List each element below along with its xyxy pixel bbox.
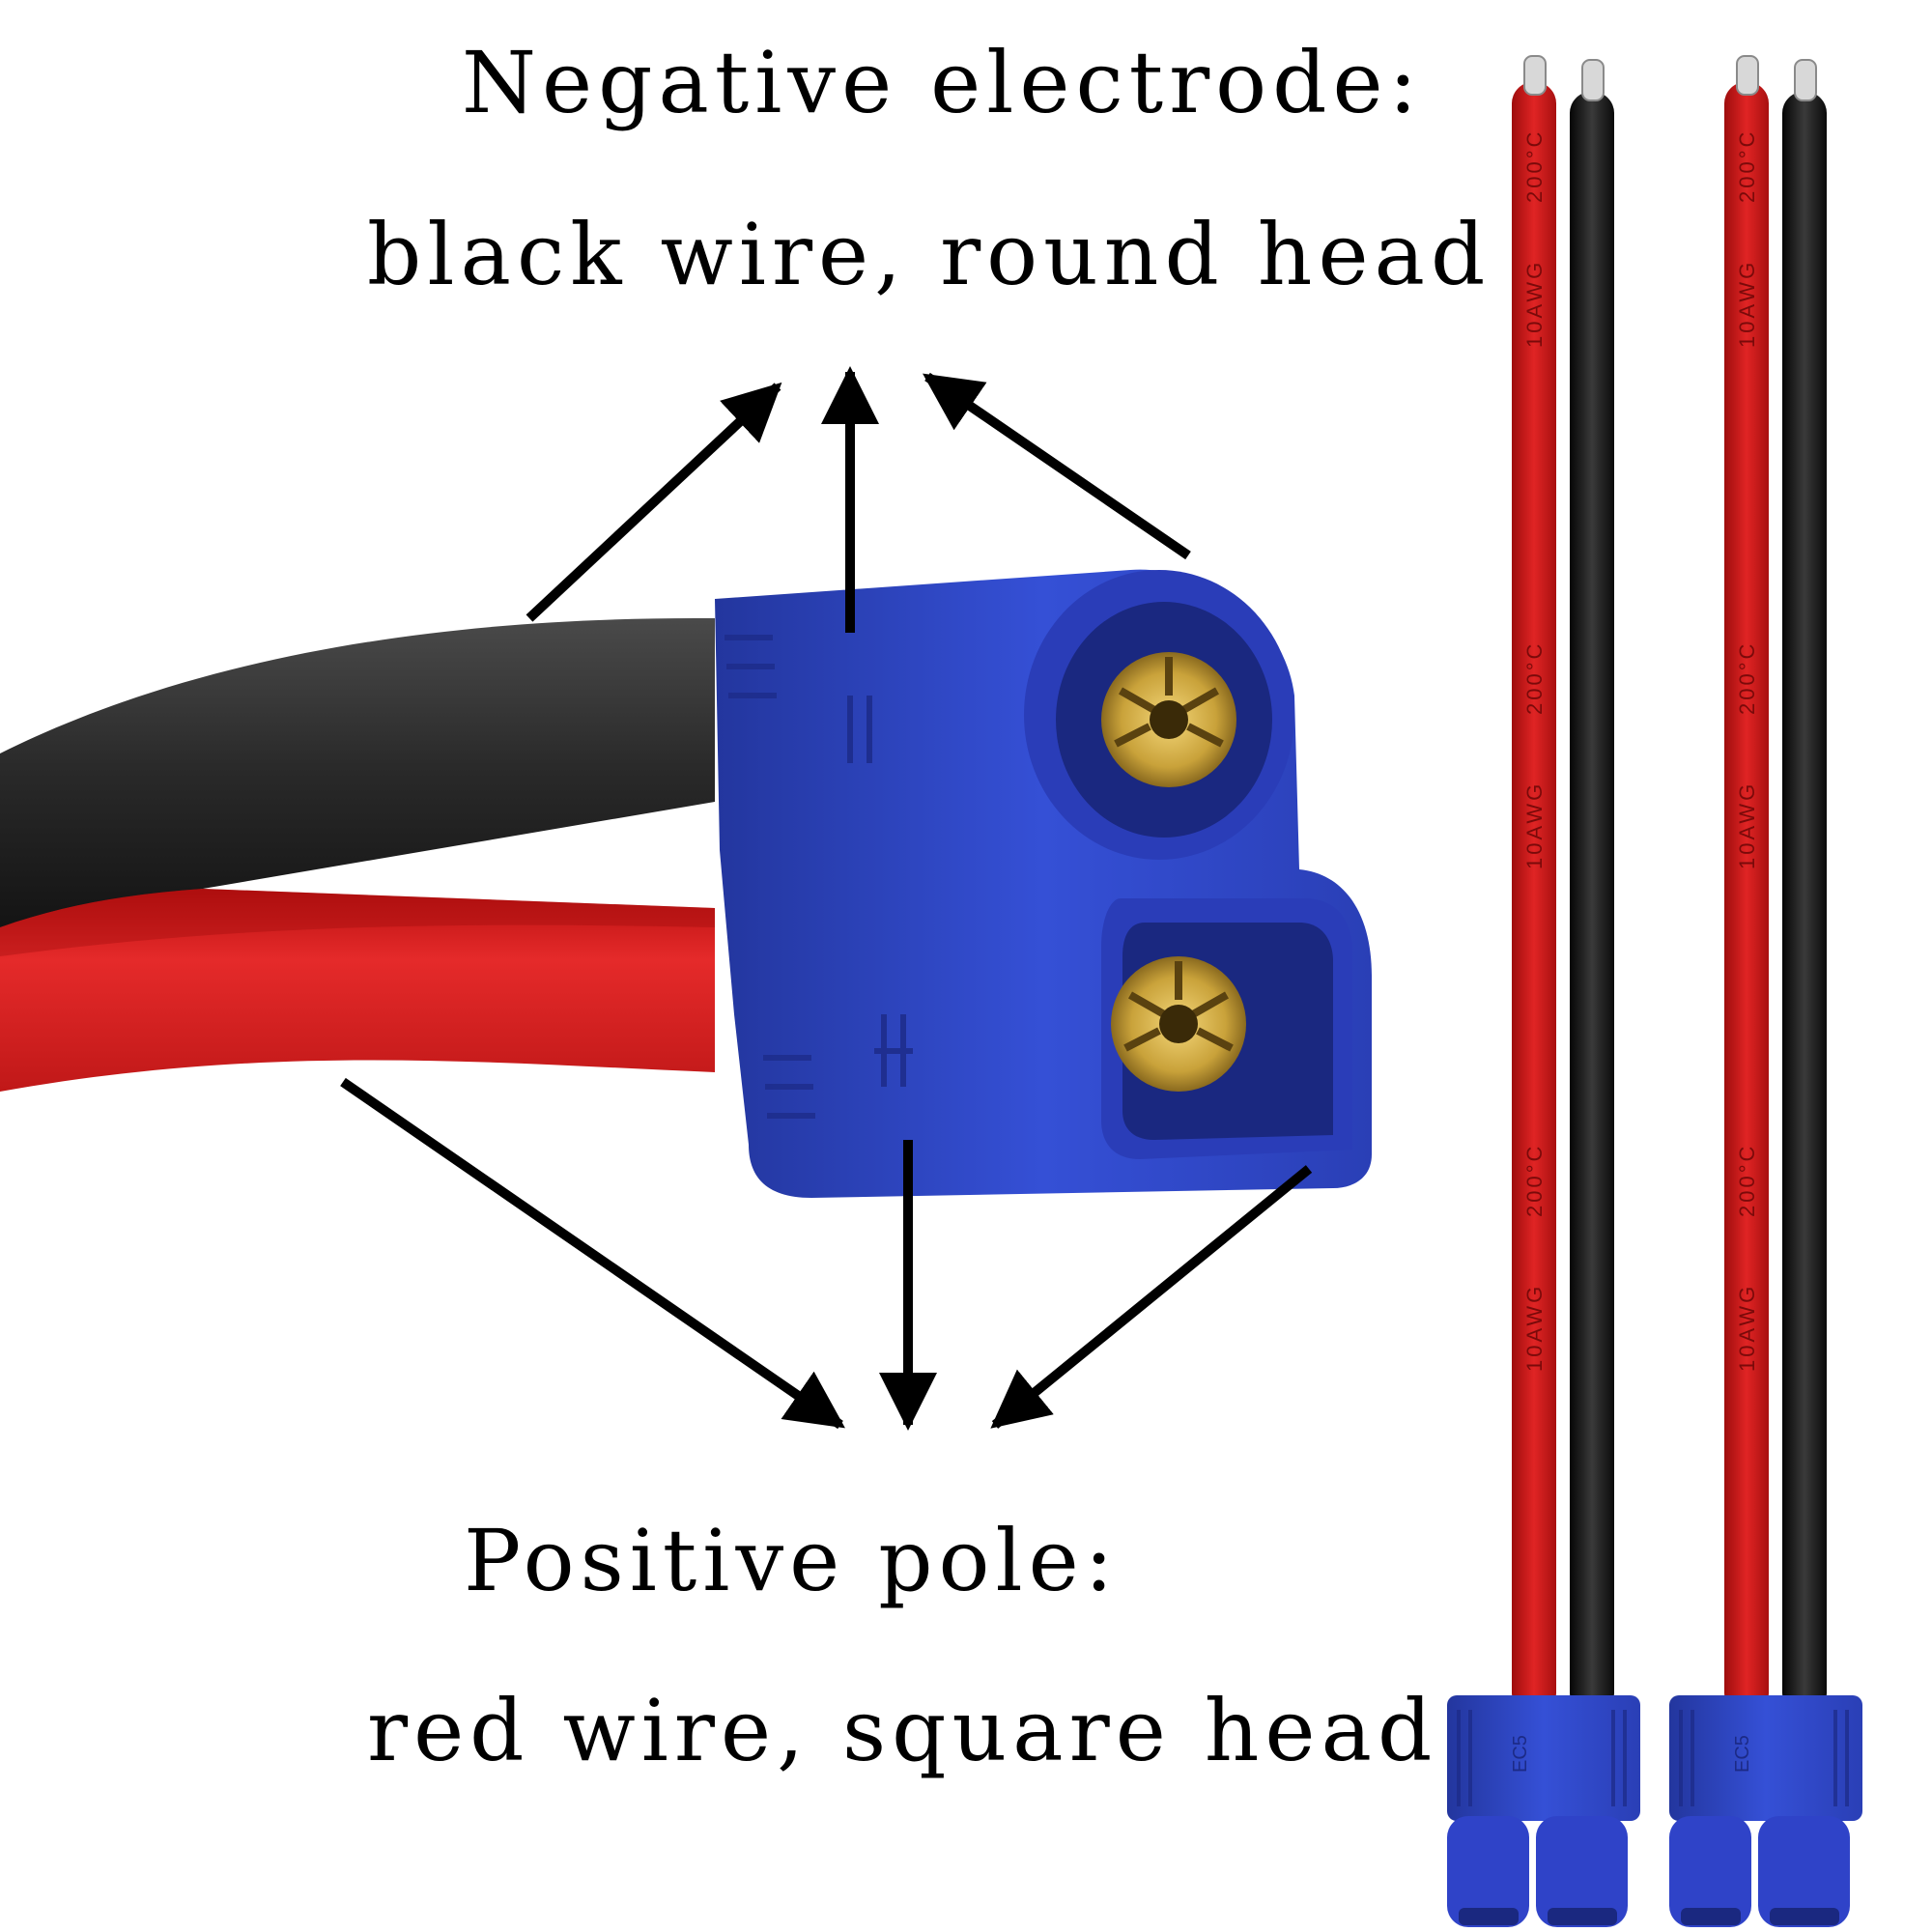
wire-print-gauge: 10AWG — [1735, 781, 1759, 869]
connector-print: EC5 — [1732, 1735, 1753, 1773]
wire-print-gauge: 10AWG — [1522, 781, 1547, 869]
wire-print-gauge: 10AWG — [1735, 1284, 1759, 1372]
wire-print-temp: 200°C — [1735, 129, 1759, 203]
connector-print: EC5 — [1510, 1735, 1531, 1773]
connector-icon: EC5 — [1669, 1695, 1862, 1927]
arrow-icon — [923, 372, 1191, 560]
positive-title: Positive pole: — [464, 1511, 1120, 1610]
wire-print-gauge: 10AWG — [1522, 260, 1547, 348]
negative-description: black wire, round head — [367, 205, 1492, 304]
wire-print-temp: 200°C — [1522, 641, 1547, 715]
wire-icon — [1512, 55, 1556, 1715]
wire-print-temp: 200°C — [1735, 641, 1759, 715]
negative-title: Negative electrode: — [462, 33, 1424, 132]
arrow-icon — [340, 1077, 845, 1430]
wire-print-temp: 200°C — [1522, 1144, 1547, 1217]
arrow-icon — [526, 382, 782, 622]
cable-assembly-2: 10AWG 200°C 10AWG 200°C 10AWG 200°C EC5 — [1669, 55, 1862, 1927]
positive-arrows — [340, 1077, 1313, 1431]
arrow-icon — [990, 1165, 1313, 1429]
positive-description: red wire, square head — [367, 1681, 1438, 1780]
wire-print-temp: 200°C — [1735, 1144, 1759, 1217]
black-wire-closeup — [0, 618, 715, 947]
wire-icon — [1570, 59, 1614, 1715]
cable-assembly-1: 10AWG 200°C 10AWG 200°C 10AWG 200°C EC5 — [1447, 55, 1640, 1927]
wire-icon — [1782, 59, 1827, 1715]
wire-print-temp: 200°C — [1522, 129, 1547, 203]
connector-icon — [715, 569, 1372, 1198]
connector-icon: EC5 — [1447, 1695, 1640, 1927]
wire-print-gauge: 10AWG — [1522, 1284, 1547, 1372]
wire-icon — [1724, 55, 1769, 1715]
negative-arrows — [526, 366, 1191, 633]
wire-print-gauge: 10AWG — [1735, 260, 1759, 348]
red-wire-closeup — [0, 889, 715, 1092]
